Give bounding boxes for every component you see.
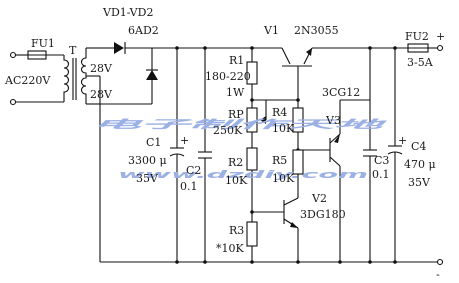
label-r1: R1 bbox=[229, 54, 244, 67]
label-vd-type: 6AD2 bbox=[128, 24, 159, 37]
label-c3-value: 0.1 bbox=[372, 168, 390, 181]
label-c1-value: 3300 μ bbox=[128, 154, 167, 167]
label-v2: V2 bbox=[311, 192, 327, 205]
label-vd-range: VD1-VD2 bbox=[102, 6, 153, 19]
capacitor-c4 bbox=[387, 48, 403, 262]
label-minus-out: - bbox=[436, 268, 440, 281]
diode-vd1 bbox=[100, 42, 152, 54]
label-c4-voltage: 35V bbox=[408, 176, 431, 189]
label-r3-value: *10K bbox=[216, 242, 244, 255]
label-sec1: 28V bbox=[90, 62, 113, 75]
capacitor-c3 bbox=[363, 100, 377, 262]
label-c2-value: 0.1 bbox=[180, 180, 198, 193]
positive-rail bbox=[152, 46, 408, 50]
watermark-url: www.dzdiy.com bbox=[118, 168, 368, 181]
potentiometer-rp bbox=[246, 99, 298, 148]
label-r1-value: 180-220 bbox=[205, 70, 251, 83]
label-rp-value: 250K bbox=[213, 124, 243, 137]
label-r1-power: 1W bbox=[226, 86, 245, 99]
label-fu2-rating: 3-5A bbox=[407, 56, 434, 69]
label-fu1: FU1 bbox=[31, 37, 55, 50]
label-plus-c1: + bbox=[180, 134, 189, 147]
label-v2-type: 3DG180 bbox=[300, 208, 346, 221]
label-v1: V1 bbox=[263, 24, 279, 37]
label-v3: V3 bbox=[325, 114, 341, 127]
label-r2-value: 10K bbox=[225, 174, 248, 187]
resistor-r1 bbox=[246, 48, 258, 102]
resistor-r3 bbox=[246, 212, 258, 262]
watermark-title: 电子制作天地 bbox=[92, 118, 391, 131]
label-r4: R4 bbox=[272, 106, 287, 119]
transistor-v1 bbox=[281, 47, 313, 100]
label-r5-value: 10K bbox=[272, 172, 295, 185]
capacitor-c1 bbox=[169, 48, 185, 262]
transistor-v2 bbox=[252, 197, 299, 262]
label-r3: R3 bbox=[229, 224, 244, 237]
label-c2: C2 bbox=[186, 164, 201, 177]
label-r5: R5 bbox=[272, 154, 287, 167]
diode-vd2 bbox=[100, 48, 158, 105]
label-c4-value: 470 μ bbox=[404, 158, 436, 171]
label-v3-type: 3CG12 bbox=[322, 86, 360, 99]
label-v1-type: 2N3055 bbox=[294, 24, 339, 37]
ground-rail bbox=[100, 258, 444, 266]
label-rp: RP bbox=[228, 108, 244, 121]
label-t: T bbox=[69, 44, 77, 57]
fuse-fu1 bbox=[27, 50, 64, 60]
label-c1: C1 bbox=[146, 136, 161, 149]
transformer-t bbox=[63, 47, 100, 105]
capacitor-c2 bbox=[198, 48, 212, 262]
label-c3: C3 bbox=[374, 154, 389, 167]
label-r4-value: 10K bbox=[272, 122, 295, 135]
transistor-v3 bbox=[298, 48, 371, 262]
label-r2: R2 bbox=[228, 156, 243, 169]
label-plus-out: + bbox=[436, 30, 445, 43]
label-plus-c4: + bbox=[398, 134, 407, 147]
ac-input bbox=[9, 51, 64, 106]
label-sec2: 28V bbox=[90, 88, 113, 101]
label-c4: C4 bbox=[411, 140, 426, 153]
label-ac: AC220V bbox=[4, 74, 51, 87]
label-c1-voltage: 35V bbox=[136, 172, 159, 185]
fuse-fu2 bbox=[407, 43, 444, 53]
resistor-r2 bbox=[246, 147, 258, 214]
label-fu2: FU2 bbox=[405, 30, 429, 43]
